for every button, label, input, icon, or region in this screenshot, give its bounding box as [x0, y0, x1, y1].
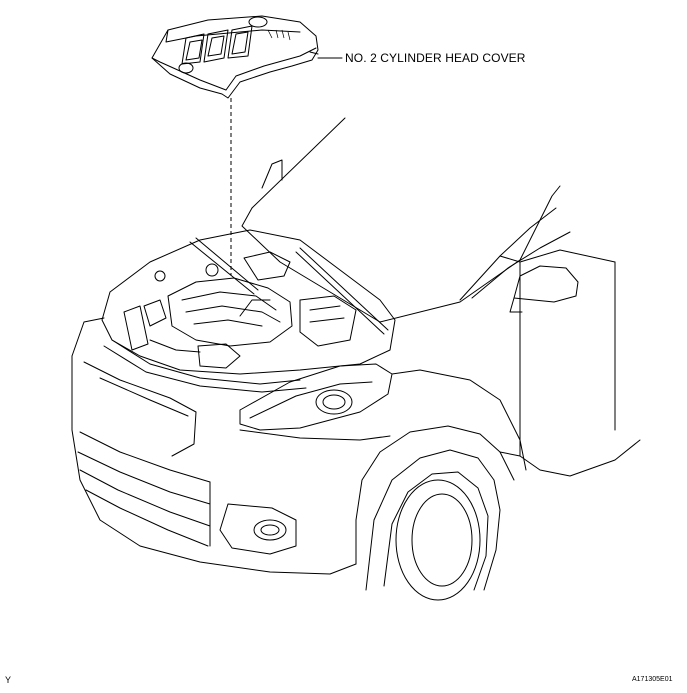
vehicle-front-icon — [71, 117, 641, 601]
corner-mark: Y — [5, 675, 12, 685]
figure-code: A171305E01 — [632, 676, 673, 683]
callout-label: NO. 2 CYLINDER HEAD COVER — [345, 51, 526, 65]
cylinder-head-cover-icon — [151, 15, 319, 99]
